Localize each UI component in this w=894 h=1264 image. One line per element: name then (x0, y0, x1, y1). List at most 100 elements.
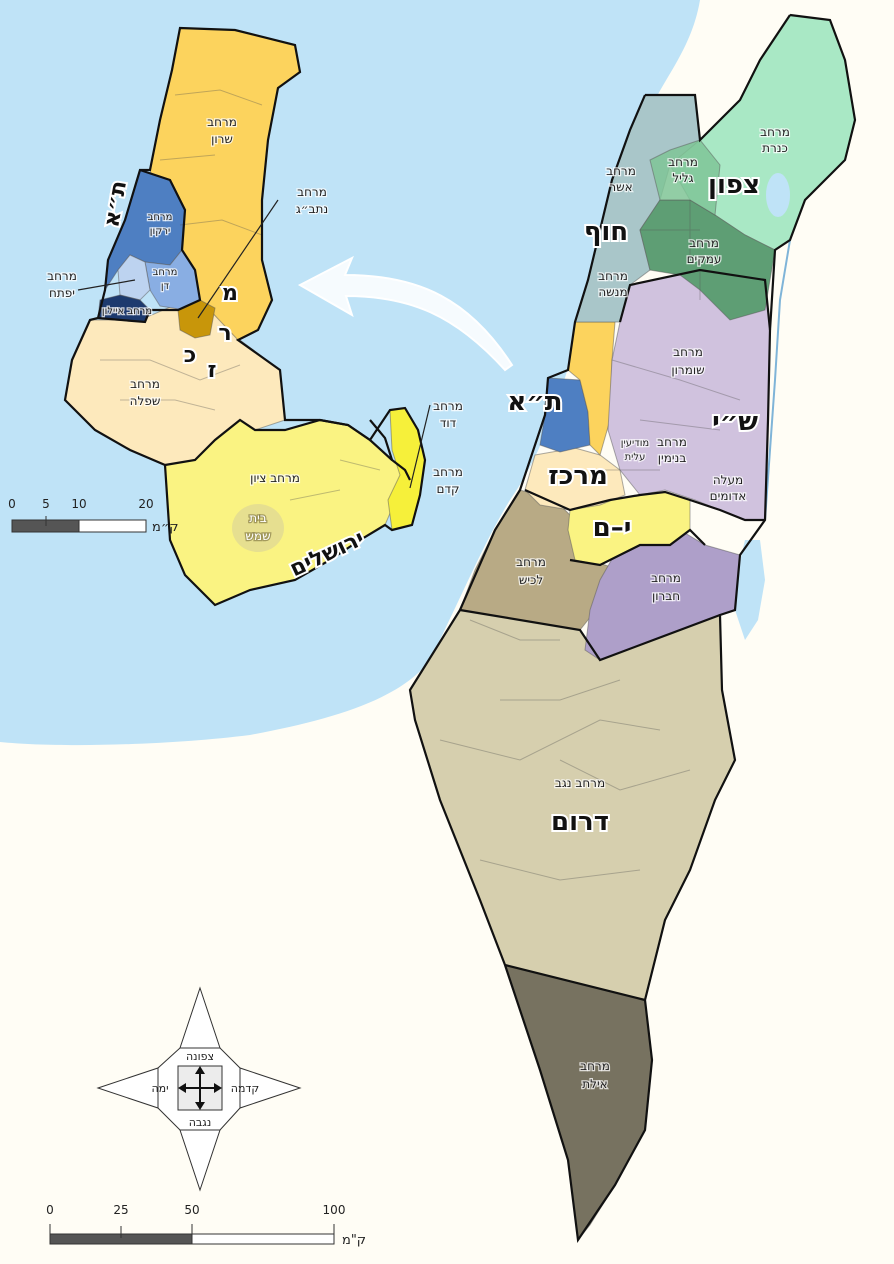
svg-text:מרחב: מרחב (516, 555, 546, 569)
border-coast-shomron (618, 268, 772, 331)
svg-text:ק"מ: ק"מ (342, 1233, 366, 1248)
district-yerushalayim: י–ם (593, 513, 632, 543)
label-shomron: מרחב שומרון (670, 344, 706, 379)
label-hevron: מרחב חברון (650, 570, 682, 605)
svg-text:0: 0 (8, 497, 16, 511)
inset-label-david: מרחב דוד (432, 398, 464, 432)
svg-text:20: 20 (138, 497, 153, 511)
region-sharon-strip (567, 321, 616, 456)
label-menashe: מרחב מנשה (597, 268, 629, 301)
leader-yafo (77, 279, 136, 291)
svg-text:אדומים: אדומים (710, 489, 747, 503)
svg-text:שומרון: שומרון (671, 363, 704, 377)
label-modiin: מודיעין עלית (620, 437, 651, 465)
compass-south: נגבה (189, 1116, 211, 1129)
label-binyamin: מרחב בנימין (656, 434, 688, 467)
leader-natbag (197, 199, 279, 319)
district-hof: חוף (584, 217, 628, 247)
inset-merkaz-letter-2: ר (218, 321, 231, 346)
scale-bar: 0 25 50 100 ק"מ (46, 1203, 366, 1248)
svg-text:נתב״ג: נתב״ג (296, 202, 328, 216)
region-galil (649, 139, 721, 216)
inset-label-yarkon: מרחב ירקון (146, 211, 173, 239)
label-galil: מרחב גליל (667, 154, 699, 187)
inset-label-beit-shemesh: בית שמש (244, 510, 272, 545)
inset-label-zion: מרחב ציון (250, 471, 300, 485)
label-kineret: מרחב כנרת (759, 124, 791, 157)
svg-text:דוד: דוד (440, 416, 457, 430)
svg-text:שפלה: שפלה (130, 394, 161, 408)
svg-text:מרחב: מרחב (297, 185, 327, 199)
svg-text:עלית: עלית (625, 452, 646, 463)
svg-text:עמקים: עמקים (687, 252, 722, 266)
svg-text:ק״מ: ק״מ (152, 520, 178, 535)
svg-text:מעלה: מעלה (713, 473, 743, 487)
label-asher: מרחב אשר (605, 163, 637, 196)
inset-scale-bar: 0 5 10 20 ק״מ (8, 497, 178, 535)
label-lachish: מרחב לכיש (515, 554, 547, 589)
svg-text:מרחב: מרחב (657, 435, 687, 449)
svg-text:מרחב: מרחב (760, 125, 790, 139)
district-shay: ש״י (712, 407, 758, 437)
jordan-river (764, 239, 791, 521)
svg-text:כנרת: כנרת (762, 141, 788, 155)
svg-text:מרחב: מרחב (130, 377, 160, 391)
svg-text:מנשה: מנשה (598, 285, 627, 299)
inset-outline (63, 26, 427, 607)
svg-text:מרחב: מרחב (580, 1059, 610, 1073)
svg-text:שרון: שרון (211, 132, 233, 146)
border-south (459, 608, 721, 662)
svg-text:10: 10 (71, 497, 86, 511)
compass-west: ימה (151, 1082, 168, 1095)
inset-label-dan: מרחב דן (151, 266, 178, 294)
district-tel-aviv: ת״א (507, 387, 562, 417)
svg-text:דן: דן (161, 281, 170, 292)
border-jerusalem (569, 528, 706, 567)
svg-text:100: 100 (323, 1203, 346, 1217)
inset-map: ת״א מרחב שרון מרחב נתב״ג מרחב ירקון מרחב… (8, 26, 464, 607)
svg-text:מרחב: מרחב (148, 212, 173, 223)
border-eilat (504, 963, 646, 1002)
svg-text:25: 25 (113, 1203, 128, 1217)
svg-text:0: 0 (46, 1203, 54, 1217)
inset-label-natbag: מרחב נתב״ג (295, 184, 330, 218)
svg-text:מרחב: מרחב (673, 345, 703, 359)
svg-text:מרחב: מרחב (606, 164, 636, 178)
svg-text:מרחב: מרחב (598, 269, 628, 283)
svg-text:מרחב: מרחב (207, 115, 237, 129)
svg-text:בית: בית (249, 511, 267, 525)
svg-text:שמש: שמש (245, 529, 270, 543)
svg-text:לכיש: לכיש (519, 573, 543, 587)
border-center (524, 488, 765, 522)
svg-text:יפתח: יפתח (49, 286, 75, 300)
svg-text:אשר: אשר (609, 180, 632, 194)
inset-border-kedem (369, 419, 411, 481)
inset-merkaz-letter-3: כ (184, 343, 196, 368)
svg-text:קדם: קדם (436, 482, 459, 496)
main-map: מרחב כנרת מרחב גליל מרחב אשר מרחב עמקים … (408, 13, 857, 1244)
label-maale-adumim: מעלה אדומים (708, 472, 747, 505)
inset-merkaz-letter-4: ז (208, 358, 217, 383)
svg-text:5: 5 (42, 497, 50, 511)
svg-text:מודיעין: מודיעין (621, 438, 649, 449)
svg-text:50: 50 (184, 1203, 199, 1217)
inset-merkaz-letter-1: מ (222, 281, 238, 306)
inset-label-yafo: מרחב יפתח (46, 268, 78, 302)
svg-text:ירקון: ירקון (150, 226, 170, 237)
district-merkaz: מרכז (548, 461, 608, 491)
svg-text:מרחב: מרחב (153, 267, 178, 278)
svg-text:מרחב: מרחב (651, 571, 681, 585)
border-north (645, 14, 791, 143)
leader-david (409, 404, 431, 489)
compass-north: צפונה (186, 1050, 214, 1063)
sea-of-galilee (766, 173, 790, 217)
inset-label-ayalon: מרחב איילון (102, 306, 152, 317)
compass-east: קדמה (231, 1082, 259, 1095)
district-tzafon: צפון (708, 170, 760, 200)
dead-sea (735, 540, 765, 640)
border-outline (408, 13, 857, 1244)
inset-label-shfela: מרחב שפלה (128, 376, 161, 410)
district-darom: דרום (551, 807, 609, 837)
inset-pointer-arrow (297, 255, 514, 372)
